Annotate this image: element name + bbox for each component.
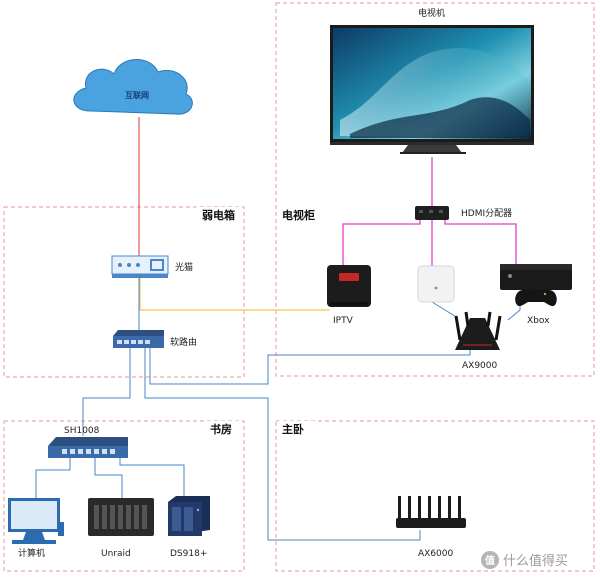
watermark-logo-icon: 值 bbox=[481, 551, 499, 569]
internet-label: 互联网 bbox=[125, 90, 149, 100]
ds918-label: DS918+ bbox=[170, 549, 207, 559]
watermark-text: 什么值得买 bbox=[503, 553, 568, 569]
hdmi-links bbox=[342, 157, 517, 268]
iptv-label: IPTV bbox=[333, 316, 354, 326]
ax6000-router-icon bbox=[396, 496, 466, 528]
zone-title-master-bedroom: 主卧 bbox=[282, 422, 304, 436]
xbox-controller-icon bbox=[515, 290, 557, 307]
svg-text:值: 值 bbox=[485, 554, 495, 567]
zone-title-study: 书房 bbox=[210, 422, 232, 436]
zone-title-tv-cabinet: 电视柜 bbox=[282, 208, 315, 222]
xbox-label: Xbox bbox=[527, 316, 550, 326]
iptv-box-icon bbox=[327, 265, 371, 307]
soft-router-label: 软路由 bbox=[170, 336, 197, 348]
sh1008-switch-icon bbox=[48, 437, 128, 458]
soft-router-icon bbox=[113, 330, 164, 348]
xbox-console-icon bbox=[500, 264, 572, 290]
ds918-nas-icon bbox=[168, 496, 210, 536]
media-hub-icon bbox=[417, 265, 455, 303]
ax6000-label: AX6000 bbox=[418, 549, 454, 559]
ax9000-label: AX9000 bbox=[462, 361, 498, 371]
zone-study-box bbox=[3, 420, 245, 572]
iptv-link bbox=[139, 278, 330, 311]
modem-icon bbox=[111, 255, 169, 278]
hdmi-splitter-label: HDMI分配器 bbox=[461, 208, 512, 219]
computer-label: 计算机 bbox=[18, 547, 45, 559]
zone-weak-box bbox=[3, 206, 245, 378]
modem-label: 光猫 bbox=[175, 261, 193, 273]
ax9000-router-icon bbox=[454, 311, 502, 350]
computer-icon bbox=[8, 498, 64, 544]
hdmi-splitter-icon bbox=[415, 206, 449, 220]
unraid-label: Unraid bbox=[101, 549, 131, 559]
unraid-server-icon bbox=[88, 498, 154, 536]
cloud-icon bbox=[73, 59, 193, 115]
zone-tv-cabinet-box bbox=[275, 2, 595, 377]
zone-master-bedroom-box bbox=[275, 420, 595, 572]
tv-icon bbox=[330, 25, 534, 154]
tv-label: 电视机 bbox=[418, 7, 445, 19]
sh1008-label: SH1008 bbox=[64, 426, 100, 436]
zone-title-weak-box: 弱电箱 bbox=[202, 208, 235, 222]
